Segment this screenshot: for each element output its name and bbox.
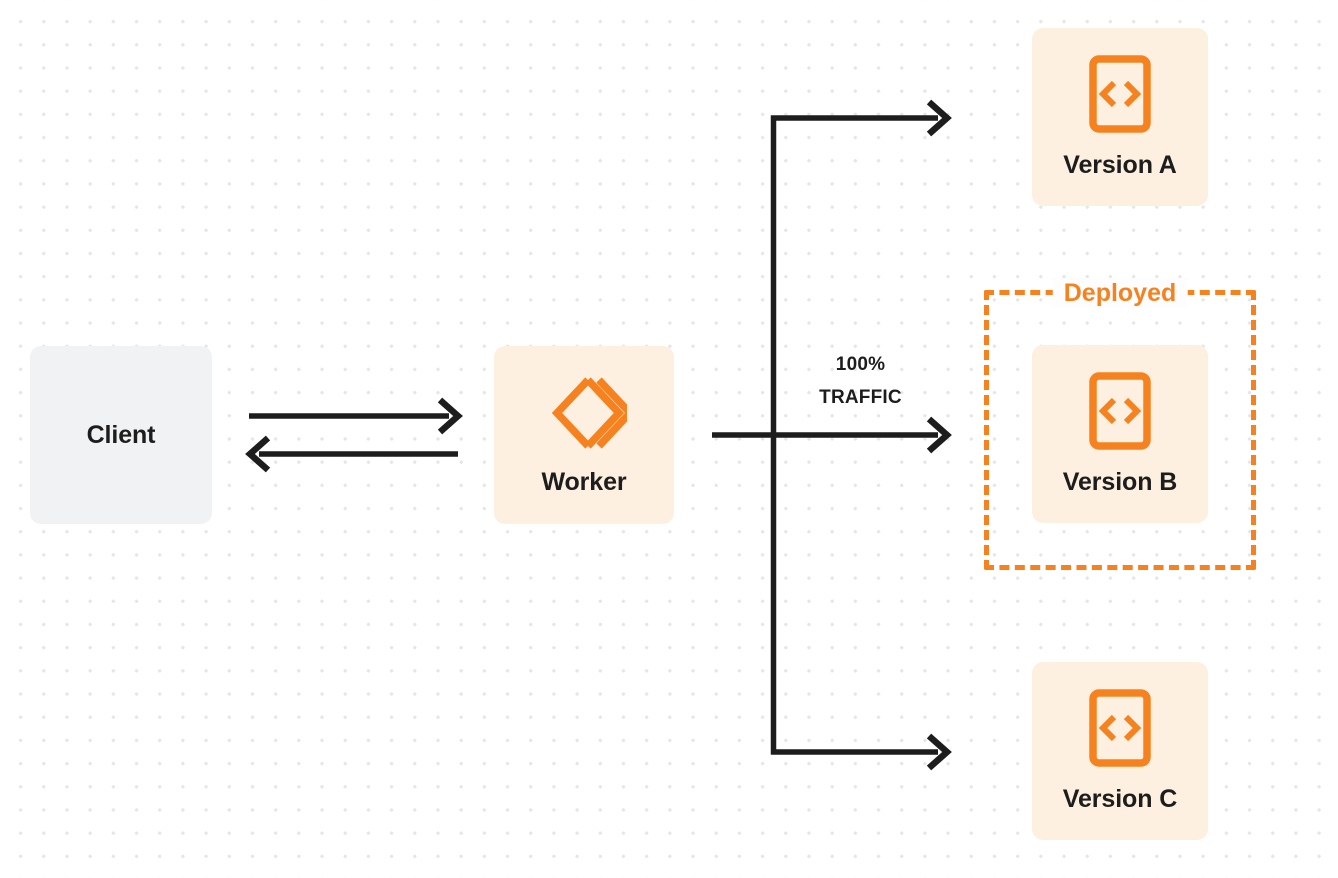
code-brackets-icon <box>1089 371 1151 450</box>
node-version-a-label: Version A <box>1063 150 1177 179</box>
node-version-b-label: Version B <box>1062 467 1178 496</box>
edge-worker-to-version-c <box>771 733 952 771</box>
cloudflare-workers-icon <box>541 374 636 452</box>
node-worker-label: Worker <box>541 467 627 496</box>
node-version-a[interactable]: Version A <box>1032 28 1208 206</box>
node-version-c[interactable]: Version C <box>1032 662 1208 840</box>
node-version-b[interactable]: Version B <box>1032 345 1208 523</box>
code-brackets-icon <box>1089 54 1151 133</box>
edge-client-to-worker <box>249 397 463 435</box>
group-deployed-title: Deployed <box>1052 278 1188 308</box>
node-worker[interactable]: Worker <box>494 346 674 524</box>
traffic-caption: TRAFFIC <box>819 387 902 408</box>
node-version-c-label: Version C <box>1062 784 1178 813</box>
group-deployed: Deployed <box>984 278 1256 570</box>
node-client-label: Client <box>86 420 156 449</box>
traffic-percent: 100% <box>835 354 886 375</box>
traffic-label: 100% TRAFFIC <box>768 348 953 414</box>
edge-worker-to-version-b <box>712 416 952 454</box>
code-brackets-icon <box>1089 688 1151 767</box>
edge-worker-to-client <box>245 435 458 473</box>
node-client[interactable]: Client <box>30 346 212 524</box>
edge-worker-to-version-a <box>771 99 952 137</box>
